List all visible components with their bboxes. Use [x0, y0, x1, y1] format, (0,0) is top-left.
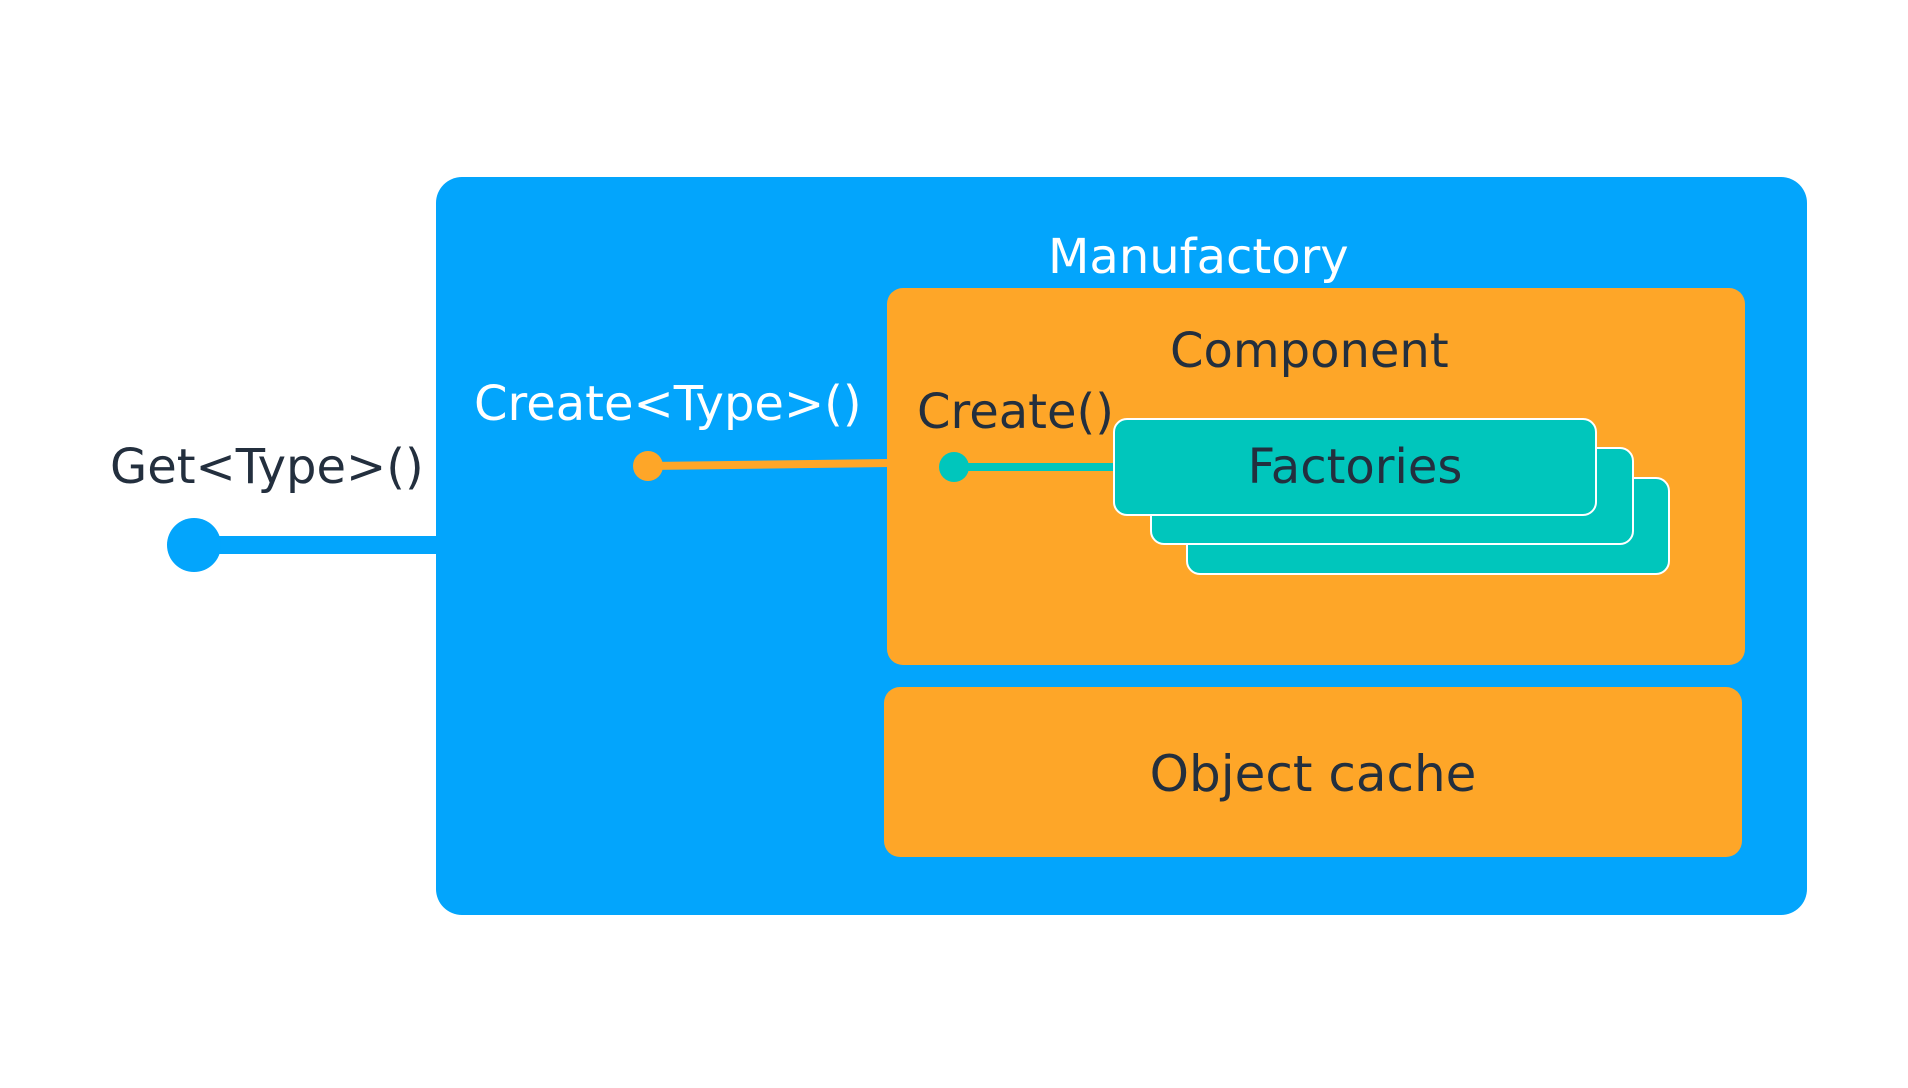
component-label: Component	[1170, 323, 1449, 379]
create-type-label: Create<Type>()	[474, 376, 862, 432]
factories-label: Factories	[1247, 439, 1463, 495]
manufactory-label: Manufactory	[1048, 229, 1349, 285]
object-cache-label: Object cache	[1149, 745, 1477, 803]
factory-card-front	[1113, 418, 1597, 516]
get-type-label: Get<Type>()	[110, 439, 424, 495]
create-endpoint	[939, 452, 969, 482]
create-type-endpoint	[633, 451, 663, 481]
create-type-line	[647, 459, 891, 470]
get-type-endpoint	[167, 518, 221, 572]
object-cache-box	[884, 687, 1742, 857]
create-label: Create()	[917, 384, 1114, 440]
